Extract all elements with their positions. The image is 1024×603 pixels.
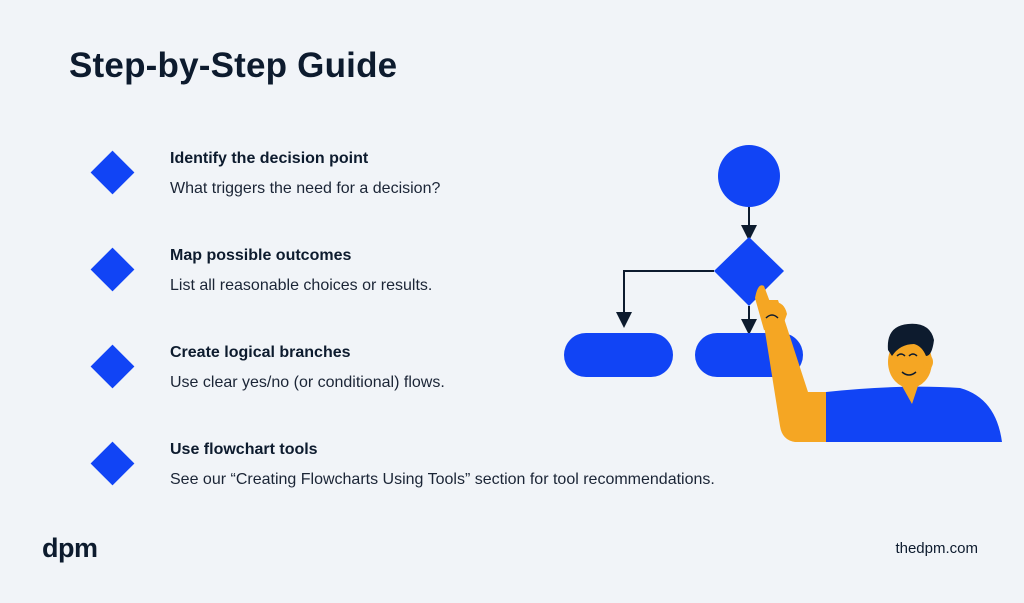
site-url: thedpm.com (895, 540, 978, 557)
decision-diamond-icon (714, 237, 784, 306)
dpm-logo: dpm (42, 533, 98, 563)
branch-arrow-left (616, 270, 714, 328)
outcome-pill-icon (564, 333, 673, 377)
page-title: Step-by-Step Guide (69, 46, 398, 85)
start-circle-icon (718, 145, 780, 207)
pointing-person-icon (755, 285, 1002, 442)
